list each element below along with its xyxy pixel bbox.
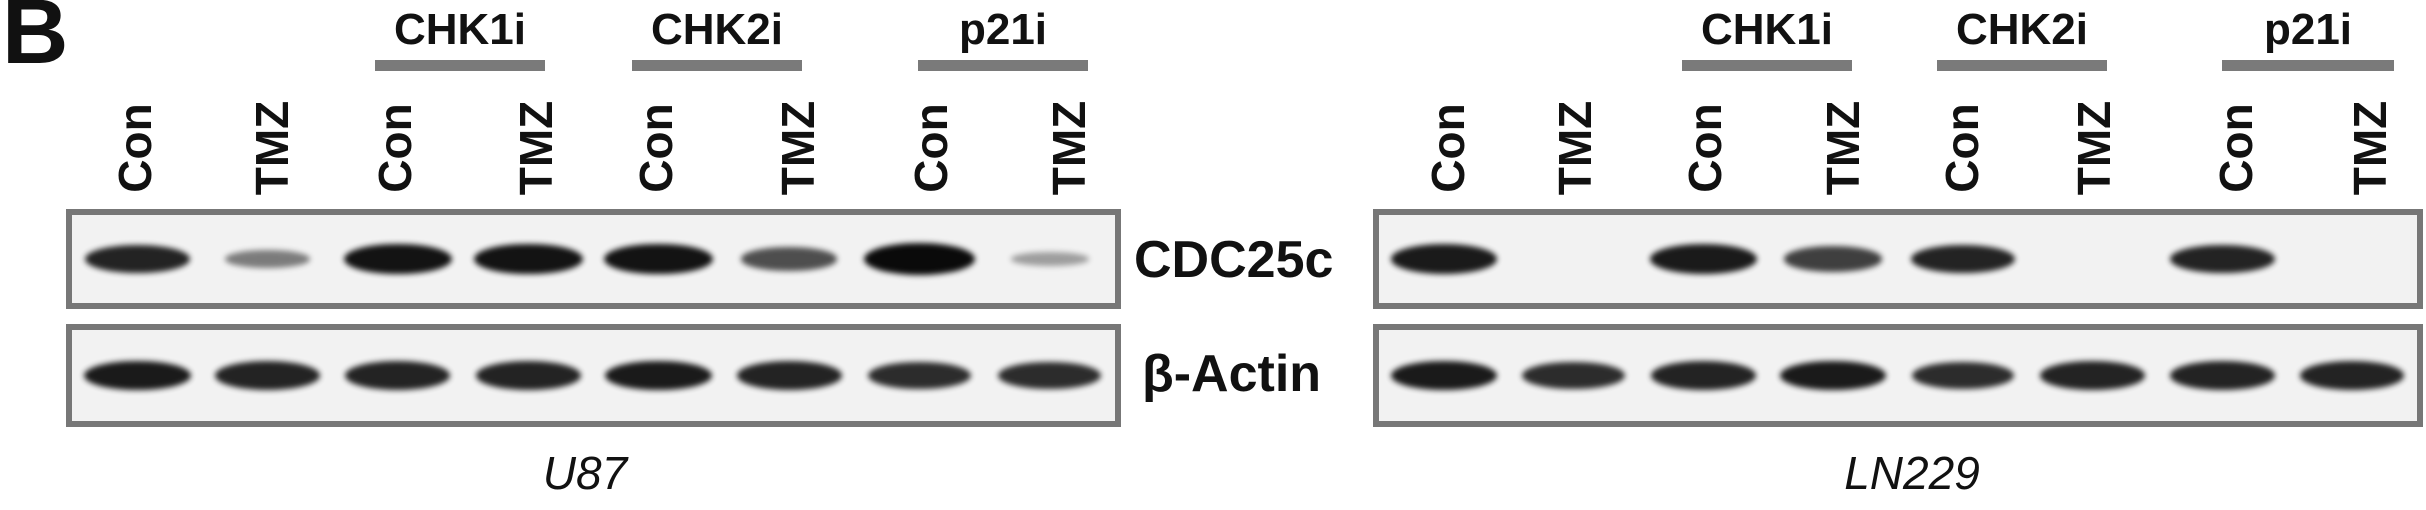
cdc25c-band (84, 244, 190, 274)
lane-label: Con (1679, 103, 1731, 193)
group-bar-chk1i (1682, 60, 1852, 71)
cell-line-label-u87: U87 (542, 447, 628, 499)
cdc25c-band (741, 247, 837, 271)
lane-label: TMZ (1043, 100, 1095, 196)
actin-band (2040, 361, 2145, 390)
cdc25c-band (1011, 252, 1089, 266)
group-label-chk2i: CHK2i (650, 5, 784, 54)
cdc25c-band (1650, 244, 1757, 274)
group-bar-p21i (918, 60, 1088, 71)
lane-label: Con (1936, 103, 1988, 193)
cdc25c-blot-ln229 (1373, 209, 2423, 309)
actin-band (1651, 361, 1756, 390)
actin-band (736, 361, 842, 390)
lane-label: TMZ (2068, 100, 2120, 196)
lane-label: Con (369, 103, 421, 193)
lane-label: Con (1422, 103, 1474, 193)
group-bar-chk1i (375, 60, 545, 71)
actin-band (1911, 361, 2015, 390)
lane-label: Con (905, 103, 957, 193)
actin-blot-u87 (66, 324, 1121, 427)
group-bar-chk2i (632, 60, 802, 71)
lane-label: Con (2210, 103, 2262, 193)
lane-label: Con (109, 103, 161, 193)
panel-letter: B (2, 0, 69, 83)
group-label-chk1i: CHK1i (393, 5, 527, 54)
cdc25c-band (1390, 244, 1498, 274)
lane-label: TMZ (1549, 100, 1601, 196)
lane-label: TMZ (510, 100, 562, 196)
group-bar-p21i (2222, 60, 2394, 71)
cdc25c-band (604, 243, 714, 275)
actin-band (2170, 361, 2275, 390)
lane-label: TMZ (1817, 100, 1869, 196)
group-label-chk2i: CHK2i (1955, 5, 2089, 54)
actin-band (345, 361, 451, 390)
actin-band (998, 361, 1102, 390)
actin-blot-ln229 (1373, 324, 2423, 427)
cdc25c-band (224, 250, 311, 268)
cdc25c-blot-u87 (66, 209, 1121, 309)
cdc25c-band (473, 243, 583, 275)
actin-band (215, 361, 321, 390)
actin-band (475, 361, 581, 390)
lane-label: TMZ (246, 100, 298, 196)
actin-band (867, 361, 971, 390)
row-label-cdc25c: CDC25c (1134, 231, 1334, 289)
cell-line-label-ln229: LN229 (1844, 447, 1980, 499)
actin-band (83, 360, 191, 391)
actin-band (1390, 360, 1498, 391)
group-bar-chk2i (1937, 60, 2107, 71)
lane-label: TMZ (2344, 100, 2396, 196)
actin-band (605, 360, 713, 391)
group-label-chk1i: CHK1i (1700, 5, 1834, 54)
actin-band (1779, 360, 1887, 391)
lane-label: TMZ (772, 100, 824, 196)
cdc25c-band (1910, 244, 2016, 274)
cdc25c-band (864, 243, 975, 275)
cdc25c-band (1783, 246, 1883, 272)
row-label-actin: β-Actin (1142, 345, 1322, 403)
cdc25c-band (343, 243, 453, 275)
group-label-p21i: p21i (958, 5, 1048, 54)
actin-band (1522, 361, 1625, 390)
lane-label: Con (630, 103, 682, 193)
group-label-p21i: p21i (2263, 5, 2353, 54)
actin-band (2299, 361, 2405, 390)
cdc25c-band (2170, 244, 2275, 274)
